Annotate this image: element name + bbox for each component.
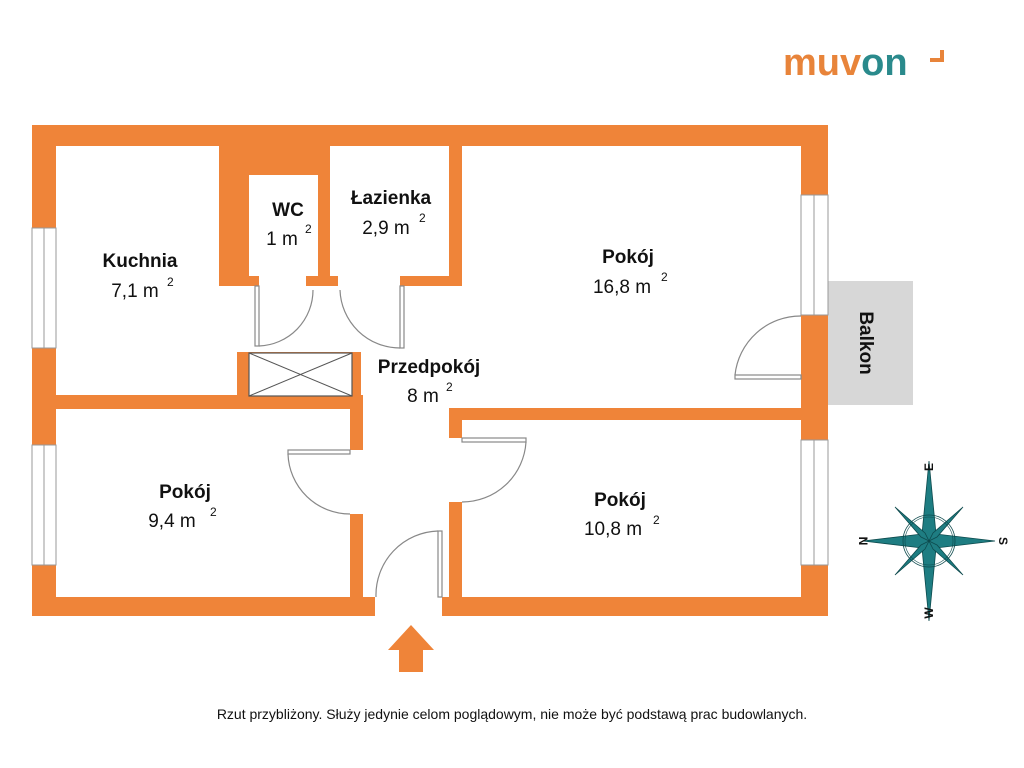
room-lazienka: Łazienka 2,9 m 2 xyxy=(351,188,432,239)
balcony-label: Balkon xyxy=(855,311,876,374)
room-name: Pokój xyxy=(602,247,654,268)
door-entrance xyxy=(375,530,443,598)
room-area-unit-sup: 2 xyxy=(305,222,312,236)
compass-e-label: E xyxy=(922,463,936,471)
door-right-room xyxy=(461,437,527,503)
room-kuchnia: Kuchnia 7,1 m 2 xyxy=(103,251,178,302)
windows xyxy=(31,194,829,566)
floor-plan: muvon Balkon xyxy=(31,42,1010,672)
room-pokoj-left: Pokój 9,4 m 2 xyxy=(148,482,217,532)
compass-s-label: S xyxy=(996,537,1010,545)
room-area: 9,4 m xyxy=(148,511,196,532)
shaft-box xyxy=(248,352,353,397)
room-name: WC xyxy=(272,200,304,221)
compass-w-label: W xyxy=(922,607,936,619)
svg-text:muvon: muvon xyxy=(783,42,908,84)
room-name: Przedpokój xyxy=(378,357,480,378)
room-area: 1 m xyxy=(266,229,298,250)
room-area-unit-sup: 2 xyxy=(167,275,174,289)
balcony-area xyxy=(827,281,913,405)
room-name: Kuchnia xyxy=(103,251,178,272)
room-area: 7,1 m xyxy=(111,281,159,302)
compass-rose-icon: E N S W xyxy=(856,460,1010,622)
door-left-room xyxy=(287,449,351,515)
room-area-unit-sup: 2 xyxy=(661,270,668,284)
room-przedpokoj: Przedpokój 8 m 2 xyxy=(378,357,480,407)
room-name: Łazienka xyxy=(351,188,432,209)
door-balcony xyxy=(734,315,802,380)
muvon-logo: muvon xyxy=(783,42,944,84)
compass-n-label: N xyxy=(856,537,870,546)
doors xyxy=(254,285,802,598)
room-area: 8 m xyxy=(407,386,439,407)
entrance-arrow-icon xyxy=(388,625,434,672)
room-area-unit-sup: 2 xyxy=(653,513,660,527)
room-pokoj-right: Pokój 10,8 m 2 xyxy=(584,490,660,540)
room-area: 16,8 m xyxy=(593,277,651,298)
room-area: 2,9 m xyxy=(362,218,410,239)
room-wc: WC 1 m 2 xyxy=(266,200,312,250)
logo-mark-icon xyxy=(930,50,944,62)
room-area-unit-sup: 2 xyxy=(210,505,217,519)
room-pokoj-large: Pokój 16,8 m 2 xyxy=(593,247,668,298)
room-name: Pokój xyxy=(594,490,646,511)
logo-text-on: on xyxy=(861,42,907,84)
room-area-unit-sup: 2 xyxy=(446,380,453,394)
door-wc xyxy=(254,285,314,347)
room-area-unit-sup: 2 xyxy=(419,211,426,225)
room-name: Pokój xyxy=(159,482,211,503)
room-area: 10,8 m xyxy=(584,519,642,540)
logo-text-muv: muv xyxy=(783,42,861,84)
door-bathroom xyxy=(339,285,405,349)
disclaimer-text: Rzut przybliżony. Służy jedynie celom po… xyxy=(216,706,808,722)
